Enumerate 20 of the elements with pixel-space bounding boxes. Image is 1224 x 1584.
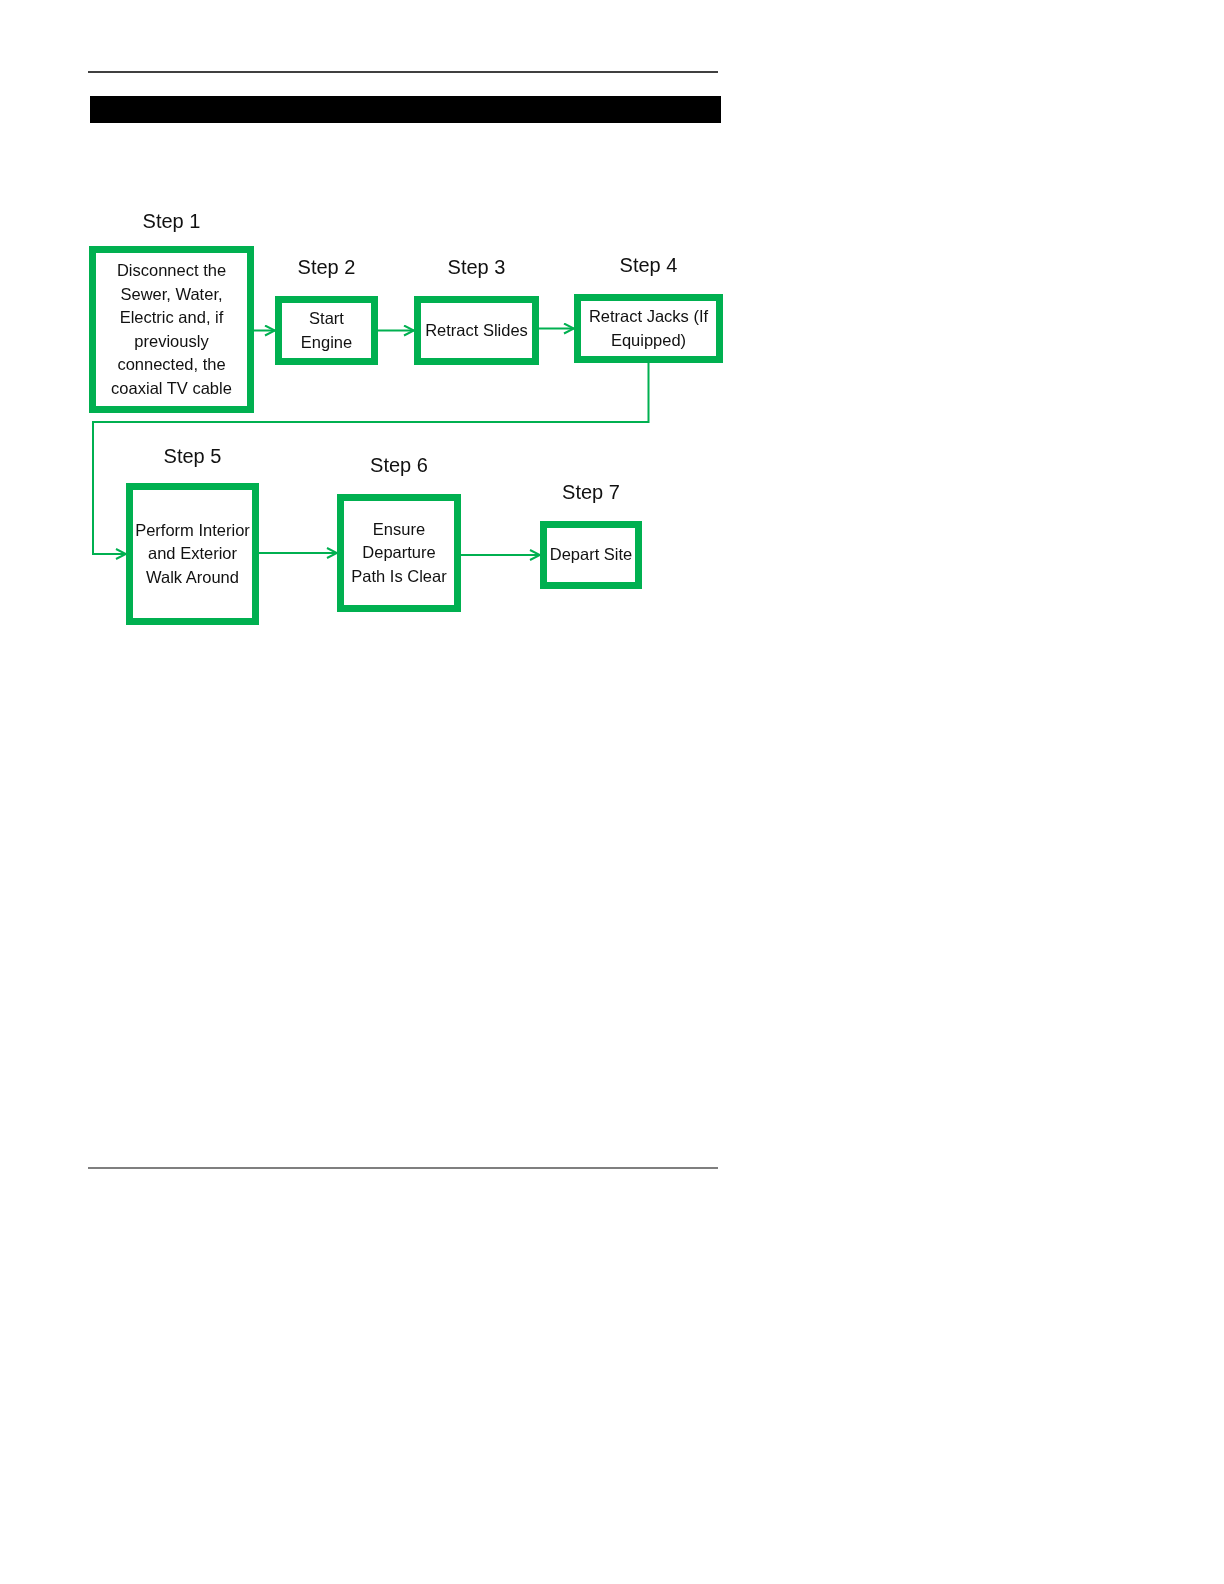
step-text: Perform Interior and Exterior Walk Around bbox=[134, 519, 251, 588]
arrow bbox=[377, 324, 415, 337]
step-label: Step 2 bbox=[296, 255, 357, 280]
step-label: Step 4 bbox=[618, 253, 679, 278]
step-label: Step 7 bbox=[561, 480, 621, 505]
step-label: Step 1 bbox=[141, 209, 202, 234]
step-text: Retract Slides bbox=[424, 319, 529, 341]
arrow bbox=[460, 549, 541, 561]
arrow bbox=[92, 362, 650, 560]
step-label: Step 6 bbox=[369, 453, 429, 478]
step-text: Start Engine bbox=[299, 308, 354, 353]
step-text: Retract Jacks (If Equipped) bbox=[587, 306, 710, 351]
step-text: Depart Site bbox=[548, 544, 634, 566]
arrow bbox=[538, 322, 575, 335]
arrow bbox=[253, 324, 276, 337]
arrow bbox=[258, 547, 338, 559]
step-text: Disconnect the Sewer, Water, Electric and, if previously connected, the coaxial TV cable bbox=[110, 260, 233, 399]
step-text: Ensure Departure Path Is Clear bbox=[350, 518, 448, 587]
step-label: Step 3 bbox=[446, 255, 507, 280]
step-label: Step 5 bbox=[162, 444, 223, 469]
